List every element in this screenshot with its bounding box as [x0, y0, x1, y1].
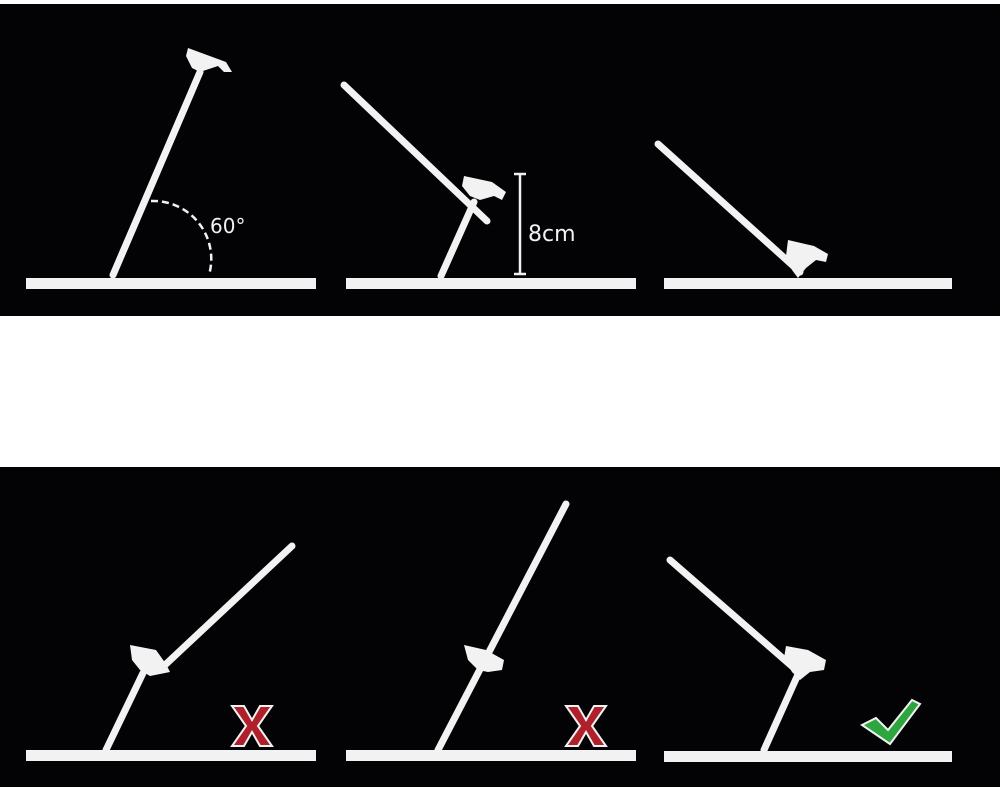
stake-hook-head-icon: [462, 176, 506, 200]
bottom-diagrams: [26, 500, 952, 762]
stake: [434, 500, 570, 754]
stake-hook-head-icon: [786, 240, 828, 278]
stake-hook-head-icon: [784, 646, 826, 680]
stake-hook-head-icon: [130, 645, 170, 676]
step-1-diagram: [26, 48, 316, 289]
stake: [654, 140, 804, 276]
angle-arc: [150, 199, 213, 276]
stake-1: [437, 198, 478, 280]
stake-hook-head-icon: [464, 645, 504, 672]
example-1-diagram: [26, 542, 316, 761]
stake-1: [102, 669, 147, 754]
wrong-mark-icon: [564, 705, 608, 747]
step-2-diagram: [340, 81, 636, 289]
bottom-examples-panel: [0, 467, 1000, 787]
ground-line: [346, 750, 636, 761]
stake-1: [760, 666, 804, 754]
step-3-diagram: [654, 140, 952, 289]
height-label: 8cm: [528, 222, 576, 247]
angle-label: 60°: [210, 214, 246, 238]
ground-line: [26, 750, 316, 761]
ground-line: [26, 278, 316, 289]
stake-2: [340, 81, 491, 225]
example-2-diagram: [346, 500, 636, 761]
wrong-mark-icon: [230, 705, 274, 747]
stake-2: [161, 542, 296, 669]
ground-line: [664, 751, 952, 762]
ground-line: [664, 278, 952, 289]
check-mark-icon: [860, 698, 922, 746]
top-diagrams: [26, 48, 952, 289]
ground-line: [346, 278, 636, 289]
top-instruction-panel: 60° 8cm: [0, 4, 1000, 316]
example-3-diagram: [664, 556, 952, 762]
stake-2: [666, 556, 798, 672]
stake: [109, 68, 204, 279]
stake-hook-head-icon: [186, 48, 232, 72]
